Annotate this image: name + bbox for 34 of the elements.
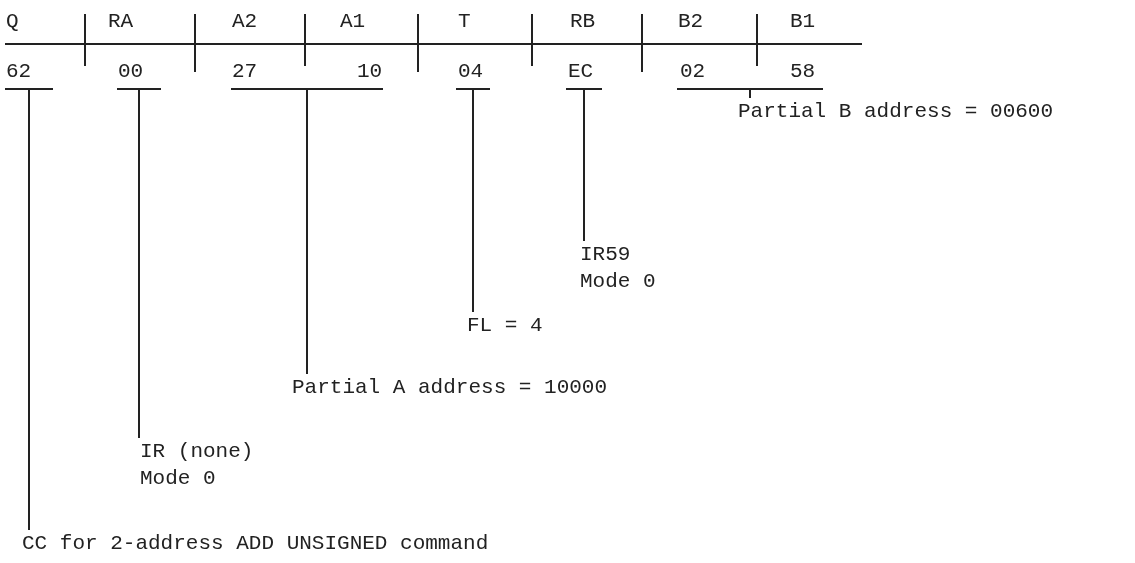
underline-bar — [5, 88, 53, 90]
field-value: 27 — [232, 60, 258, 84]
field-value: EC — [568, 60, 594, 84]
leader-line — [583, 89, 585, 242]
field-name: Q — [6, 10, 19, 34]
underline-bar — [456, 88, 490, 90]
underline-bar — [117, 88, 161, 90]
field-value: 10 — [357, 60, 383, 84]
leader-line — [138, 89, 140, 439]
field-name: RB — [570, 10, 596, 34]
field-name: B2 — [678, 10, 704, 34]
leader-line — [472, 89, 474, 313]
field-value: 04 — [458, 60, 484, 84]
leader-line — [28, 89, 30, 531]
annotation: CC for 2-address ADD UNSIGNED command — [22, 530, 542, 557]
field-value: 00 — [118, 60, 144, 84]
annotation: FL = 4 — [467, 312, 587, 339]
field-value: 02 — [680, 60, 706, 84]
annotation: IR (none) Mode 0 — [140, 438, 290, 492]
leader-line — [306, 89, 308, 375]
annotation: Partial A address = 10000 — [292, 374, 692, 401]
field-value: 58 — [790, 60, 816, 84]
field-name: A2 — [232, 10, 258, 34]
underline-bar — [677, 88, 823, 90]
annotation: IR59 Mode 0 — [580, 241, 670, 295]
annotation: Partial B address = 00600 — [738, 98, 1128, 125]
field-name: RA — [108, 10, 134, 34]
leader-line — [749, 89, 751, 99]
underline-bar — [566, 88, 602, 90]
field-name: B1 — [790, 10, 816, 34]
field-name: T — [458, 10, 471, 34]
field-value: 62 — [6, 60, 32, 84]
field-name: A1 — [340, 10, 366, 34]
underline-bar — [231, 88, 383, 90]
